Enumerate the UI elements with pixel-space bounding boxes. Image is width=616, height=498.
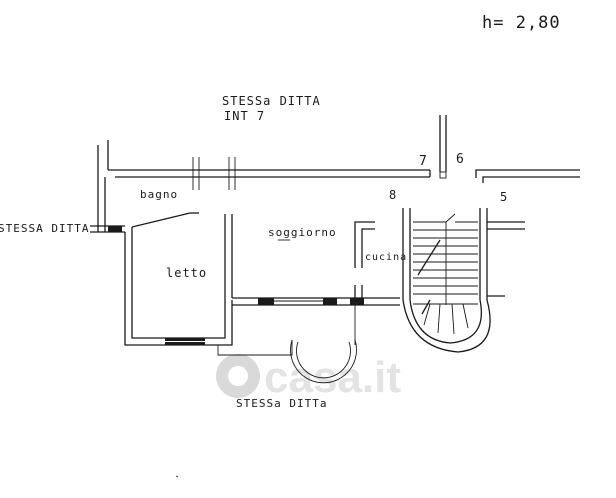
entry-walls: [439, 115, 580, 183]
label-num-5: 5: [500, 190, 508, 204]
kitchen-walls: [354, 221, 375, 298]
stairwell: [402, 208, 525, 353]
stair-treads: [413, 229, 478, 335]
label-num-7: 7: [419, 154, 428, 169]
label-num-8: 8: [389, 188, 397, 202]
left-outer-wall: [90, 145, 125, 233]
bedroom-walls: [124, 212, 233, 346]
label-stessa-ditta-bottom: STESSa DITTa: [236, 397, 327, 410]
watermark: casa.it: [216, 353, 401, 402]
label-letto: letto: [166, 266, 207, 280]
label-soggiorno: soggiorno: [268, 226, 337, 239]
label-num-6: 6: [456, 152, 465, 167]
watermark-text: casa.it: [264, 353, 401, 402]
label-stessa-ditta-left: STESSA DITTA: [0, 222, 89, 235]
label-cucina: cucina: [365, 252, 407, 263]
living-south-wall: [232, 297, 400, 306]
top-corridor-wall: [107, 140, 431, 190]
label-bagno: bagno: [140, 188, 178, 201]
balcony: [217, 305, 357, 384]
label-int7: INT 7: [224, 109, 265, 123]
height-note: h= 2,80: [482, 13, 561, 33]
label-stessa-ditta-top: STESSa DITTA: [222, 94, 321, 108]
